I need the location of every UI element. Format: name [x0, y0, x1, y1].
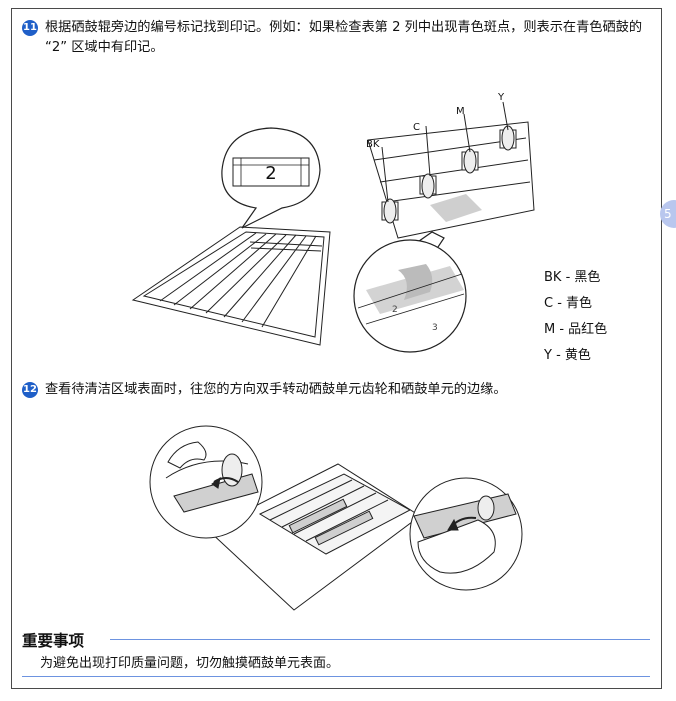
zoom-number-2: 2: [392, 305, 398, 315]
drum-label-y: Y: [497, 92, 505, 103]
step-number-badge: 12: [22, 382, 38, 398]
drum-label-bk: BK: [366, 139, 380, 150]
page-frame: [11, 8, 662, 689]
inspection-figure: 2 BK C M Y 2 3: [131, 92, 535, 353]
chapter-tab: 5: [660, 200, 676, 228]
step-text: 根据硒鼓辊旁边的编号标记找到印记。例如：如果检查表第 2 列中出现青色斑点，则表…: [45, 20, 643, 55]
rotate-drum-figure: [149, 425, 523, 611]
important-rule: [110, 639, 650, 640]
step-number-badge: 11: [22, 20, 38, 36]
drum-label-m: M: [456, 106, 465, 117]
important-text: 为避免出现打印质量问题，切勿触摸硒鼓单元表面。: [40, 656, 340, 671]
legend-item-bk: BK - 黑色: [544, 270, 601, 285]
step-12: 12 查看待清洁区域表面时，往您的方向双手转动硒鼓单元齿轮和硒鼓单元的边缘。: [22, 380, 645, 400]
legend-item-m: M - 品红色: [544, 322, 608, 337]
zoom-callout: [221, 127, 321, 229]
color-legend: BK - 黑色 C - 青色 M - 品红色 Y - 黄色: [544, 265, 607, 369]
drum-label-c: C: [413, 122, 420, 133]
step-11: 11 根据硒鼓辊旁边的编号标记找到印记。例如：如果检查表第 2 列中出现青色斑点…: [22, 18, 645, 58]
zoom-number-3: 3: [432, 323, 438, 333]
legend-item-y: Y - 黄色: [544, 348, 591, 363]
step-text: 查看待清洁区域表面时，往您的方向双手转动硒鼓单元齿轮和硒鼓单元的边缘。: [45, 382, 507, 397]
column-number: 2: [265, 163, 276, 184]
important-heading: 重要事项: [22, 632, 85, 650]
drum-zoom-circle: [353, 231, 467, 353]
chapter-tab-label: 5: [664, 207, 672, 221]
drum-unit: [367, 101, 535, 239]
legend-item-c: C - 青色: [544, 296, 593, 311]
bottom-rule: [22, 676, 650, 677]
check-sheet: [131, 226, 331, 346]
